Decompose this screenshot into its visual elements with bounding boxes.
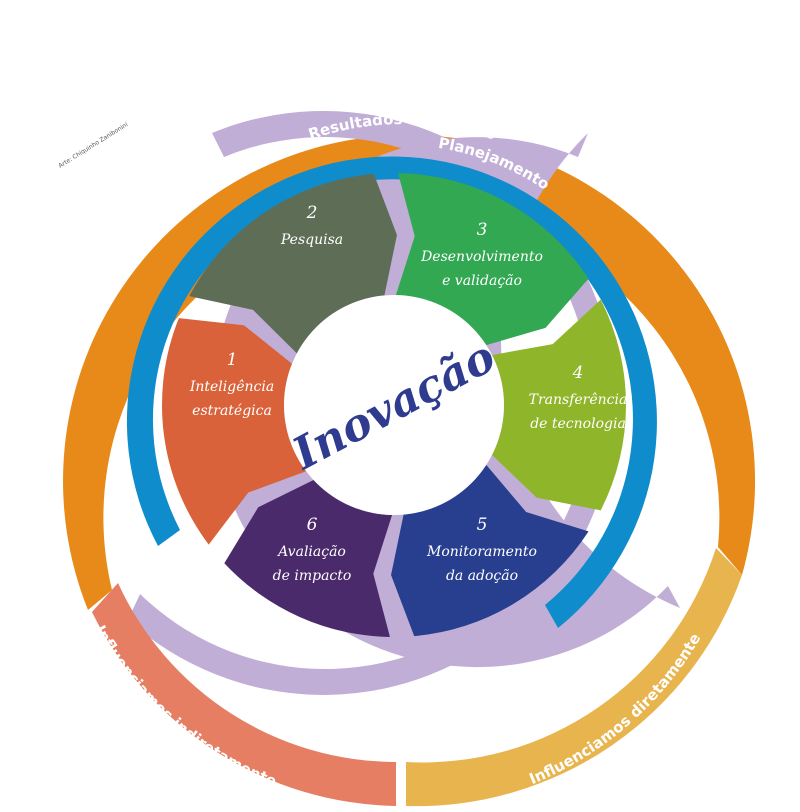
segment-5-line1: Monitoramento <box>426 544 537 560</box>
segment-2-number: 2 <box>306 203 318 223</box>
segment-4-line2: de tecnologia <box>530 416 626 432</box>
segment-3-number: 3 <box>477 220 488 240</box>
segment-4 <box>492 299 626 511</box>
ring-label-controlamos: Controlamos <box>337 46 463 72</box>
band-influenciamos-indiretamente <box>92 583 396 806</box>
segment-6-line2: de impacto <box>273 568 352 584</box>
center-circle <box>284 295 504 515</box>
segment-1-line1: Inteligência <box>189 379 274 395</box>
watermark: Arte: Chiquinho Zanibonini <box>57 121 129 170</box>
segment-5-number: 5 <box>477 515 488 535</box>
ring-resultados-esperados-arc <box>128 110 616 695</box>
segment-2-line1: Pesquisa <box>280 232 343 248</box>
segment-1 <box>162 318 307 545</box>
segment-6-number: 6 <box>307 515 318 535</box>
segment-3-line2: e validação <box>442 273 522 289</box>
segment-5 <box>391 464 589 637</box>
segment-1-line2: estratégica <box>192 403 272 419</box>
segment-4-line1: Transferência <box>529 392 628 408</box>
band-influenciamos-diretamente <box>406 548 742 807</box>
segment-6-line1: Avaliação <box>276 544 346 560</box>
segment-3-line1: Desenvolvimento <box>420 249 543 265</box>
segment-1-number: 1 <box>227 350 238 370</box>
segment-4-number: 4 <box>572 363 584 383</box>
segment-2 <box>189 173 397 354</box>
segment-5-line2: da adoção <box>446 568 518 584</box>
segment-6 <box>224 480 393 637</box>
segment-3 <box>395 173 589 346</box>
